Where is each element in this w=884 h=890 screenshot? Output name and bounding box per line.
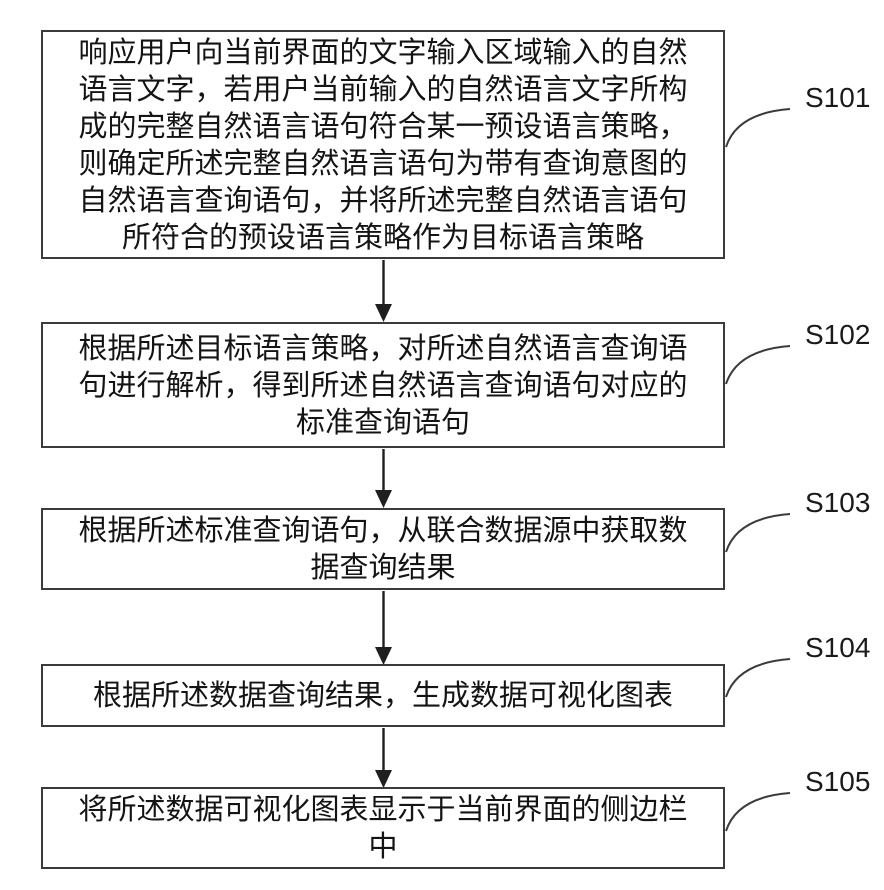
step-box-s101: 响应用户向当前界面的文字输入区域输入的自然 语言文字，若用户当前输入的自然语言文… [41,30,725,259]
step-text-s104: 根据所述数据查询结果，生成数据可视化图表 [92,678,673,712]
step-box-s104: 根据所述数据查询结果，生成数据可视化图表 [41,664,725,727]
flow-arrow [375,591,392,665]
arrow-down-icon [375,304,392,322]
flow-arrow [375,449,392,508]
reference-curve [725,792,791,832]
step-label-s101: S101 [805,82,871,113]
flow-arrow [375,260,392,322]
step-text-s101: 响应用户向当前界面的文字输入区域输入的自然 语言文字，若用户当前输入的自然语言文… [78,34,688,254]
arrow-down-icon [375,770,392,788]
step-label-s102: S102 [805,319,871,350]
step-label-s103: S103 [805,487,871,518]
reference-curve [725,108,791,148]
flow-arrow [375,728,392,788]
step-label-s105: S105 [805,766,871,797]
step-text-s103: 根据所述标准查询语句，从联合数据源中获取数 据查询结果 [78,513,688,584]
step-text-s102: 根据所述目标语言策略，对所述自然语言查询语 句进行解析，得到所述自然语言查询语句… [78,330,688,439]
reference-curve [725,658,791,698]
reference-curve [725,345,791,385]
step-box-s102: 根据所述目标语言策略，对所述自然语言查询语 句进行解析，得到所述自然语言查询语句… [41,322,725,448]
arrow-down-icon [375,490,392,508]
step-label-s104: S104 [805,632,871,663]
reference-curve [725,513,791,553]
arrow-down-icon [375,647,392,665]
step-box-s105: 将所述数据可视化图表显示于当前界面的侧边栏 中 [41,787,725,869]
step-box-s103: 根据所述标准查询语句，从联合数据源中获取数 据查询结果 [41,508,725,590]
step-text-s105: 将所述数据可视化图表显示于当前界面的侧边栏 中 [78,792,688,863]
